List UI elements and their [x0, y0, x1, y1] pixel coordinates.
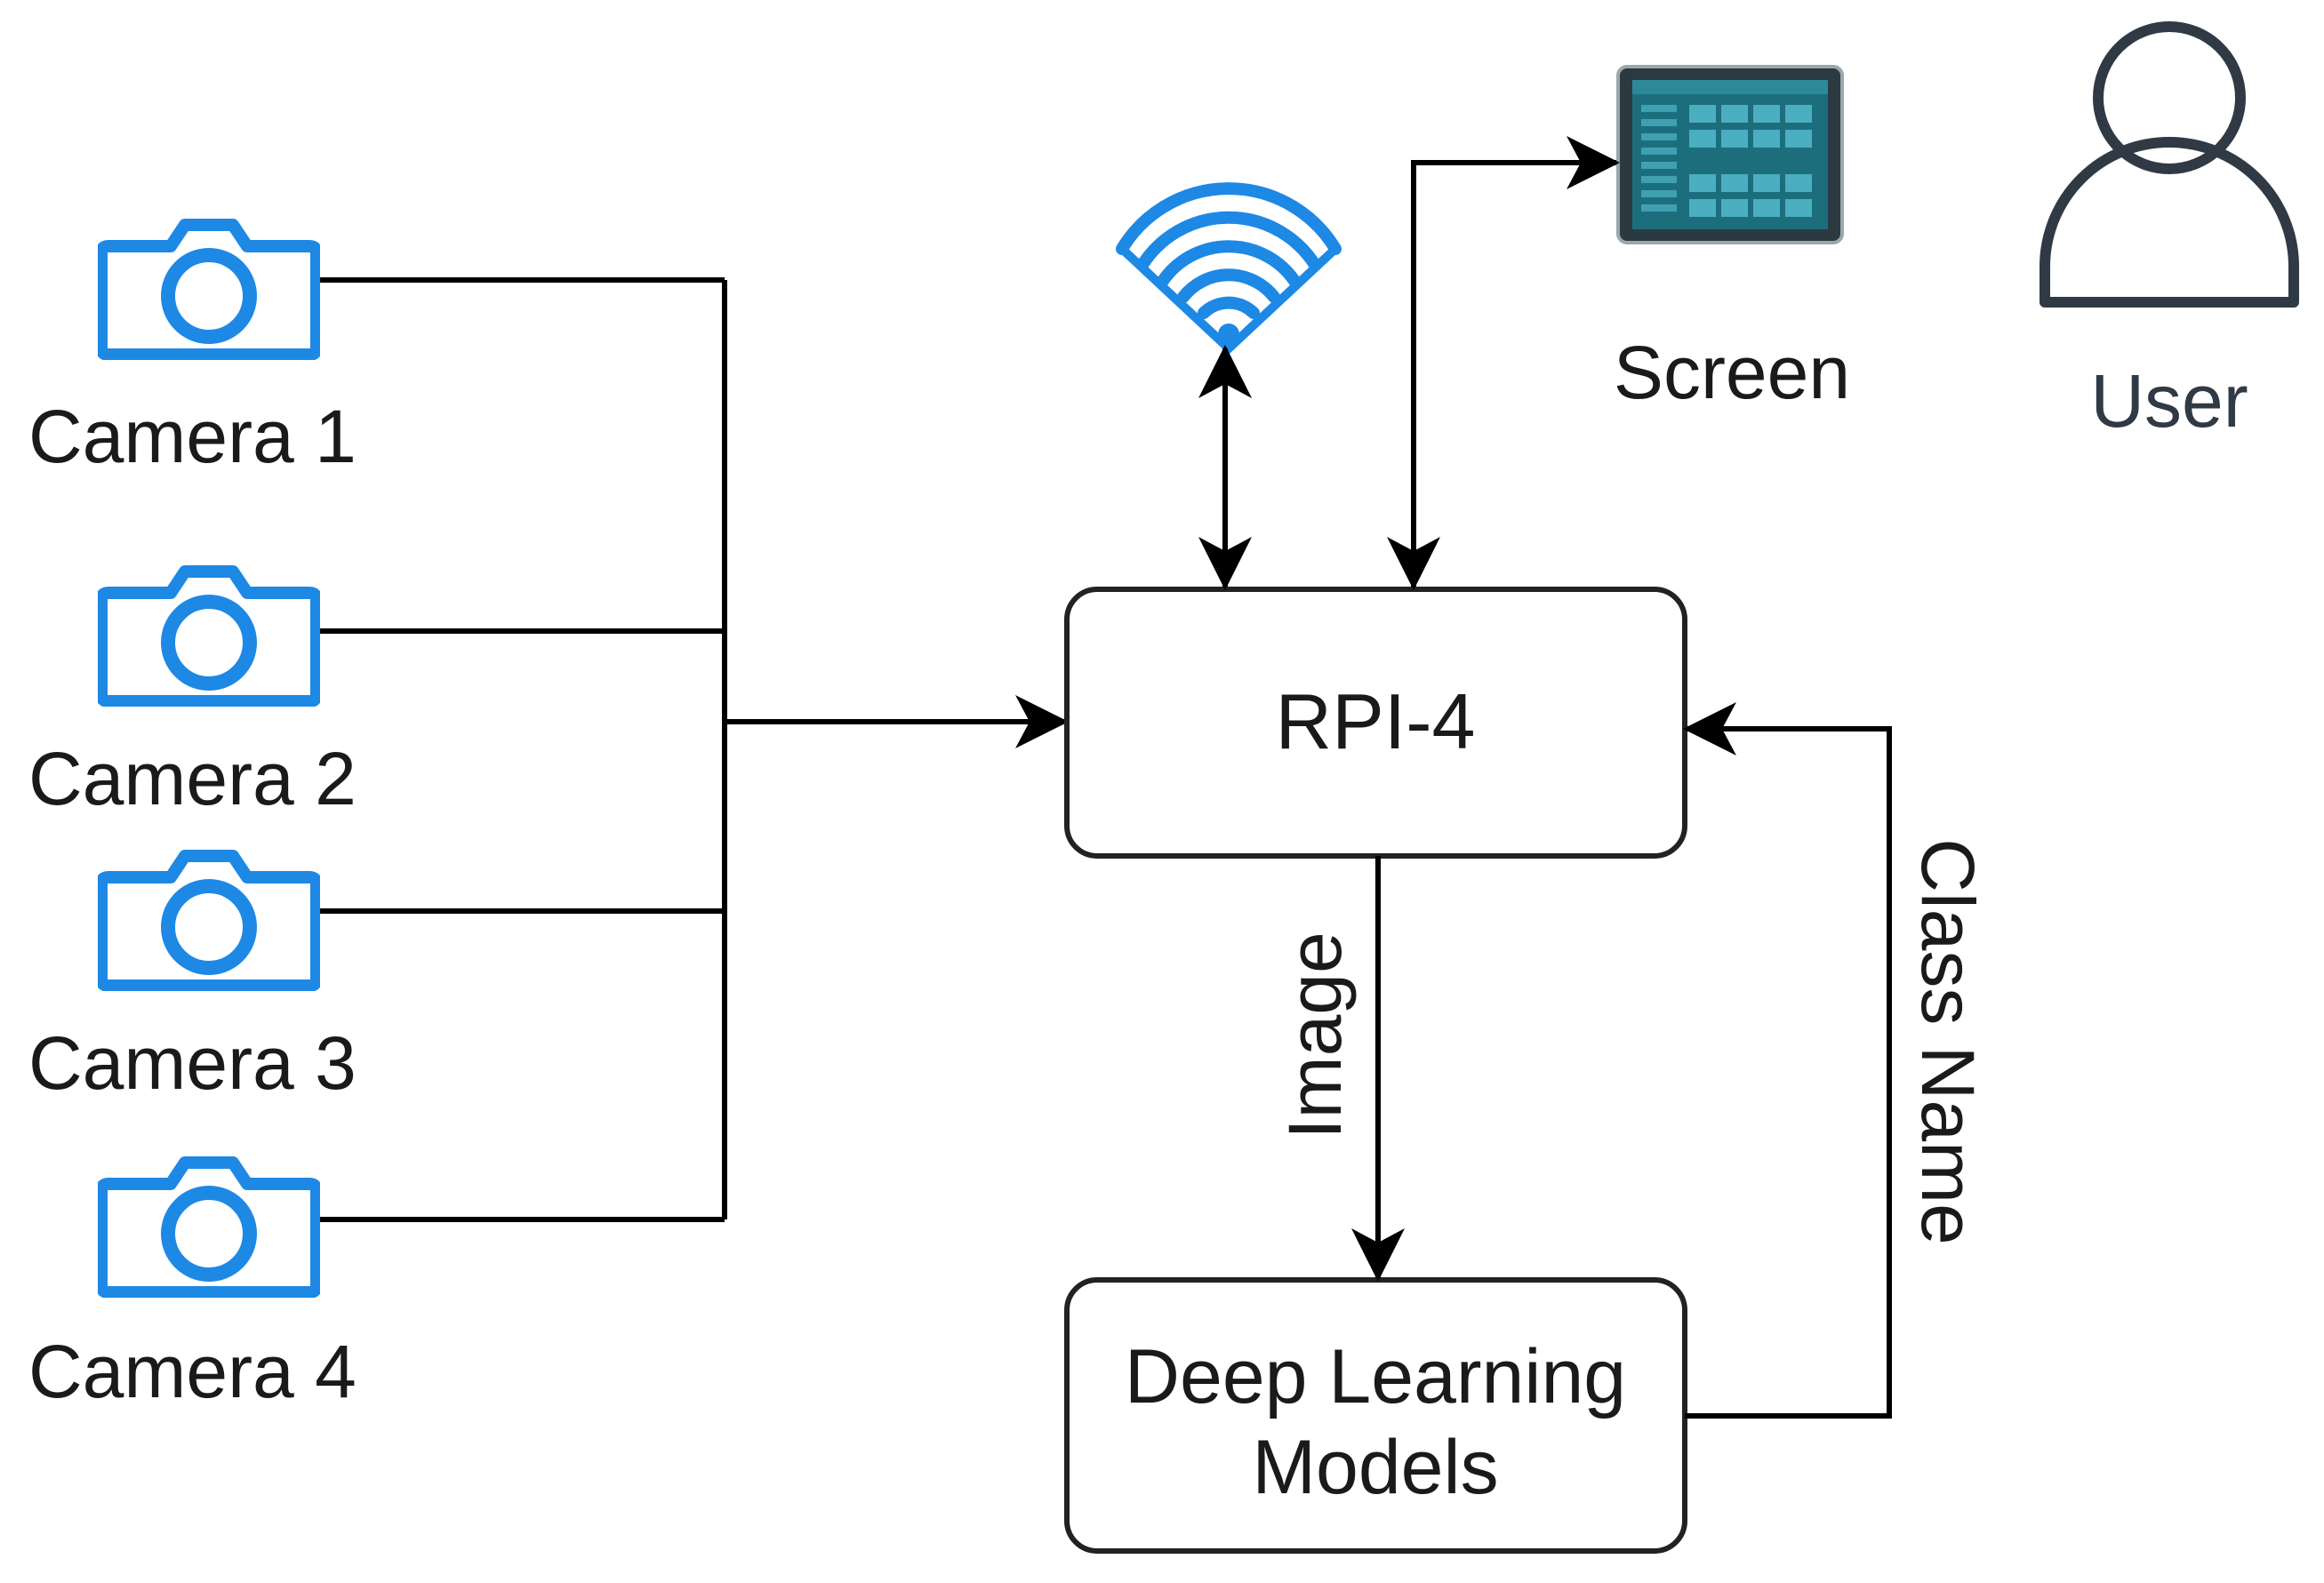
class-name-edge: [1683, 702, 1892, 1419]
camera-2-icon: [101, 572, 317, 701]
user-icon: [2040, 21, 2299, 308]
screen-label: Screen: [1614, 331, 1850, 414]
camera-4-icon: [101, 1163, 317, 1292]
rpi-label: RPI-4: [1276, 677, 1476, 765]
wifi-icon: [1116, 182, 1342, 355]
camera-2-label: Camera 2: [28, 737, 357, 820]
class-name-edge-label: Class Name: [1906, 838, 1990, 1244]
camera-1-label: Camera 1: [28, 395, 357, 478]
rpi-screen-edge: [1387, 136, 1620, 590]
camera-3-label: Camera 3: [28, 1021, 357, 1105]
camera-bus: [320, 277, 1069, 1222]
camera-4-label: Camera 4: [28, 1330, 357, 1413]
deep-learning-label-line2: Models: [1252, 1425, 1498, 1510]
deep-learning-label-line1: Deep Learning: [1125, 1334, 1626, 1419]
image-edge-label: Image: [1273, 931, 1357, 1139]
camera-1-icon: [101, 225, 317, 355]
user-label: User: [2090, 359, 2248, 443]
camera-3-icon: [101, 856, 317, 986]
screen-icon: [1616, 65, 1844, 244]
